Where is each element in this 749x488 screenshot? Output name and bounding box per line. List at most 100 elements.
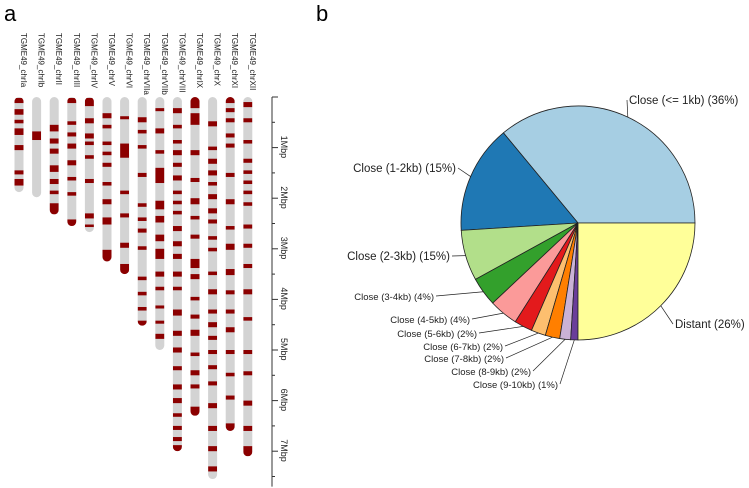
chromosome-body	[120, 97, 130, 275]
feature-band	[120, 143, 130, 158]
feature-band	[190, 314, 200, 319]
feature-band	[243, 140, 253, 144]
chromosome-label: TGME49_chrVIII	[177, 33, 186, 93]
chromosome-tgme49-chrviii	[172, 97, 182, 452]
feature-band	[155, 200, 165, 210]
feature-band	[137, 172, 147, 177]
feature-band	[172, 241, 182, 247]
feature-band	[225, 143, 235, 148]
feature-band	[243, 102, 253, 108]
leader-line	[559, 339, 575, 385]
feature-band	[14, 178, 24, 186]
feature-band	[243, 317, 253, 321]
chromosome-body	[102, 97, 112, 262]
chromosome-label: TGME49_chrX	[213, 33, 222, 87]
feature-band	[172, 162, 182, 167]
feature-band	[190, 329, 200, 336]
feature-band	[208, 247, 218, 252]
feature-band	[225, 199, 235, 205]
chromosome-body	[243, 97, 253, 457]
feature-band	[14, 128, 24, 135]
leader-line	[471, 312, 504, 320]
feature-band	[120, 263, 130, 275]
panel-a-letter: a	[4, 1, 17, 26]
feature-band	[155, 108, 165, 112]
feature-band	[225, 97, 235, 104]
chromosome-label: TGME49_chrVIIb	[160, 33, 169, 95]
feature-band	[67, 192, 77, 196]
feature-band	[208, 194, 218, 200]
chromosome-body	[155, 97, 165, 350]
chromosome-tgme49-chriii	[67, 97, 77, 227]
feature-band	[84, 118, 94, 124]
feature-band	[172, 226, 182, 232]
feature-band	[243, 118, 253, 123]
feature-band	[172, 413, 182, 417]
feature-band	[208, 182, 218, 186]
feature-band	[102, 151, 112, 156]
chromosome-label: TGME49_chrII	[54, 33, 63, 85]
feature-band	[208, 219, 218, 224]
feature-band	[243, 158, 253, 163]
feature-band	[172, 347, 182, 353]
pie-labels: Close (<= 1kb) (36%)Close (1-2kb) (15%)C…	[347, 95, 745, 391]
chromosome-label: TGME49_chrXI	[230, 33, 239, 88]
feature-band	[190, 296, 200, 301]
axis-tick-label: 3Mbp	[279, 237, 289, 260]
leader-line	[478, 326, 524, 334]
distance-pie-chart: Close (<= 1kb) (36%)Close (1-2kb) (15%)C…	[347, 95, 745, 391]
feature-band	[172, 140, 182, 144]
feature-band	[155, 167, 165, 184]
feature-band	[208, 121, 218, 127]
feature-band	[190, 113, 200, 125]
feature-band	[137, 129, 147, 134]
chromosome-label: TGME49_chrIX	[195, 33, 204, 89]
chromosome-label: TGME49_chrIV	[89, 33, 98, 89]
chromosome-label: TGME49_chrXII	[248, 33, 257, 90]
feature-band	[208, 425, 218, 431]
feature-band	[208, 381, 218, 386]
feature-band	[243, 202, 253, 206]
feature-band	[155, 234, 165, 242]
chromosome-tgme49-chrvi	[120, 97, 130, 275]
pie-slices	[460, 105, 696, 341]
chromosome-tgme49-chriv	[84, 97, 94, 233]
feature-band	[190, 150, 200, 156]
feature-band	[208, 466, 218, 472]
feature-band	[67, 219, 77, 227]
feature-band	[137, 217, 147, 221]
feature-band	[14, 145, 24, 151]
feature-band	[243, 446, 253, 457]
feature-band	[67, 132, 77, 137]
feature-band	[225, 309, 235, 314]
chromosome-tgme49-chrxi	[225, 97, 235, 431]
pie-label-close-9-10kb-1: Close (9-10kb) (1%)	[473, 380, 558, 391]
feature-band	[190, 258, 200, 269]
feature-band	[225, 172, 235, 177]
feature-band	[155, 248, 165, 259]
chromosome-tgme49-chrii	[49, 97, 59, 215]
pie-label-close-7-8kb-2: Close (7-8kb) (2%)	[424, 354, 504, 365]
feature-band	[172, 124, 182, 129]
feature-band	[155, 271, 165, 277]
feature-band	[190, 274, 200, 280]
feature-band	[243, 243, 253, 248]
axis-tick-label: 1Mbp	[279, 136, 289, 159]
feature-band	[67, 121, 77, 125]
feature-band	[14, 119, 24, 124]
axis-tick-label: 7Mbp	[279, 439, 289, 462]
chromosome-label: TGME49_chrVI	[125, 33, 134, 88]
feature-band	[49, 190, 59, 195]
feature-band	[137, 228, 147, 233]
chromosome-body	[137, 97, 147, 326]
feature-band	[243, 190, 253, 195]
feature-band	[49, 203, 59, 215]
feature-band	[137, 320, 147, 326]
feature-band	[225, 395, 235, 400]
chromosome-body	[49, 97, 59, 215]
chromosome-label: TGME49_chrIII	[72, 33, 81, 87]
feature-band	[172, 425, 182, 430]
chromosome-bodies	[14, 97, 253, 480]
leader-line	[626, 99, 629, 118]
